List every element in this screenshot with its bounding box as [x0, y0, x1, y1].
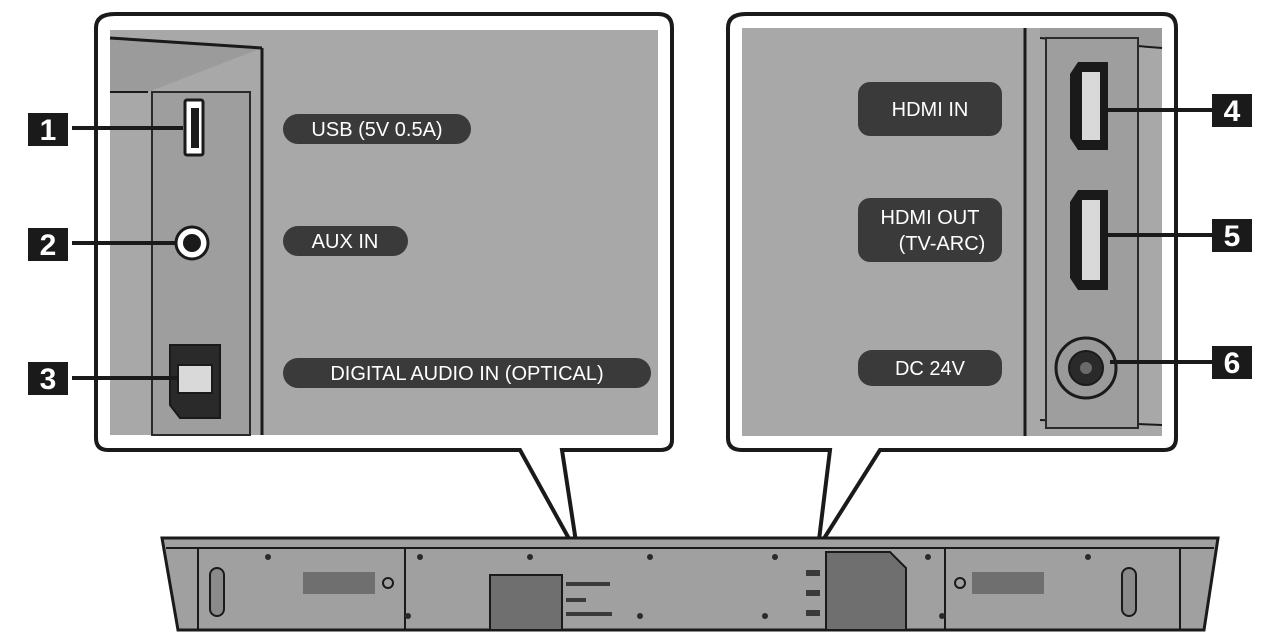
soundbar-right-plate	[972, 572, 1044, 594]
left-panel-top-edge	[110, 38, 262, 92]
label-pill-5	[858, 198, 1002, 262]
port-label-aux: AUX IN	[312, 231, 379, 253]
soundbar-body	[160, 536, 1220, 632]
label-pill-2	[283, 226, 408, 256]
soundbar-right-port-labels	[806, 590, 820, 596]
soundbar-left-port-labels	[566, 598, 586, 602]
left-panel-edge-line	[109, 36, 263, 50]
soundbar-right-grip	[1121, 567, 1137, 617]
right-zoom-panel: 4 5 6 HDMI IN HDMI OUT (TV-ARC) DC 24V	[726, 12, 1252, 550]
soundbar-left-port-labels	[566, 582, 610, 586]
callout-number-badge-5	[1212, 219, 1252, 252]
left-zoom-panel: 1 2 3 USB (5V 0.5A) AUX IN DIGITAL AUDIO…	[28, 12, 674, 556]
aux-jack-inner	[183, 234, 201, 252]
callout-number-badge-4	[1212, 94, 1252, 127]
soundbar-right-port-labels	[806, 610, 820, 616]
label-pill-1	[283, 114, 471, 144]
soundbar-left-plate	[303, 572, 375, 594]
callout-number-badge-3	[28, 362, 68, 395]
callout-number-badge-2	[28, 228, 68, 261]
callout-number-2: 2	[40, 229, 57, 262]
callout-number-5: 5	[1224, 220, 1241, 253]
callout-number-1: 1	[40, 114, 57, 147]
soundbar-left-port-labels	[566, 612, 612, 616]
soundbar-right-port-block	[825, 551, 907, 631]
callout-number-4: 4	[1224, 95, 1241, 128]
soundbar-screws	[265, 554, 1091, 619]
callout-number-3: 3	[40, 363, 57, 396]
port-label-dc: DC 24V	[895, 358, 966, 380]
soundbar-rear-view	[160, 536, 1220, 632]
soundbar-left-port-block	[489, 574, 563, 631]
hdmi-port-inner	[1082, 200, 1100, 280]
port-label-usb: USB (5V 0.5A)	[311, 119, 442, 141]
callout-number-badge-1	[28, 113, 68, 146]
dc-jack-pin	[1080, 362, 1092, 374]
label-pill-3	[283, 358, 651, 388]
port-label-tv-arc: (TV-ARC)	[899, 233, 986, 255]
usb-port-inner	[191, 108, 199, 148]
callout-number-6: 6	[1224, 347, 1241, 380]
hdmi-port-inner	[1082, 72, 1100, 140]
soundbar-left-screw	[382, 577, 394, 589]
soundbar-left-grip	[209, 567, 225, 617]
port-label-hdmi-out: HDMI OUT	[881, 207, 980, 229]
port-label-hdmi-in: HDMI IN	[892, 99, 969, 121]
port-label-optical: DIGITAL AUDIO IN (OPTICAL)	[330, 363, 603, 385]
label-pill-6	[858, 350, 1002, 386]
soundbar-right-port-labels	[806, 570, 820, 576]
label-pill-4	[858, 82, 1002, 136]
callout-number-badge-6	[1212, 346, 1252, 379]
soundbar-right-screw	[954, 577, 966, 589]
optical-port-inner	[177, 364, 213, 394]
